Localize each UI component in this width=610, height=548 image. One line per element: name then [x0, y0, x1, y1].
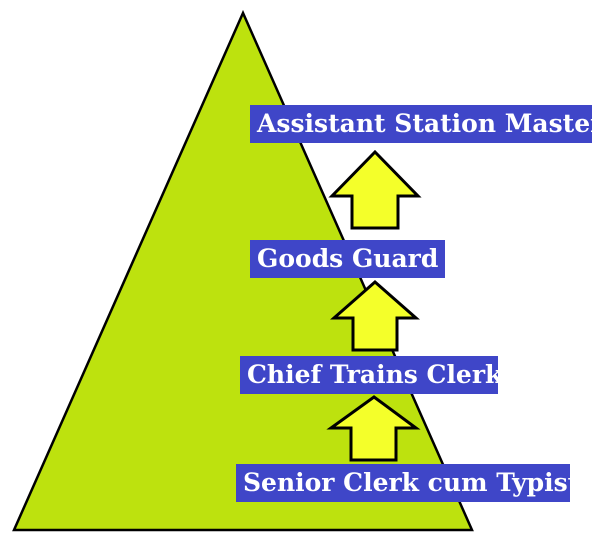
level-label-senior-clerk-cum-typist: Senior Clerk cum Typist	[236, 464, 579, 502]
up-arrow-icon	[326, 395, 421, 462]
level-label-chief-trains-clerk: Chief Trains Clerk	[240, 356, 502, 394]
up-arrow-icon	[330, 280, 420, 352]
up-arrow-icon	[328, 149, 422, 230]
level-label-assistant-station-master: Assistant Station Master	[250, 105, 603, 143]
level-label-goods-guard: Goods Guard	[250, 240, 445, 278]
